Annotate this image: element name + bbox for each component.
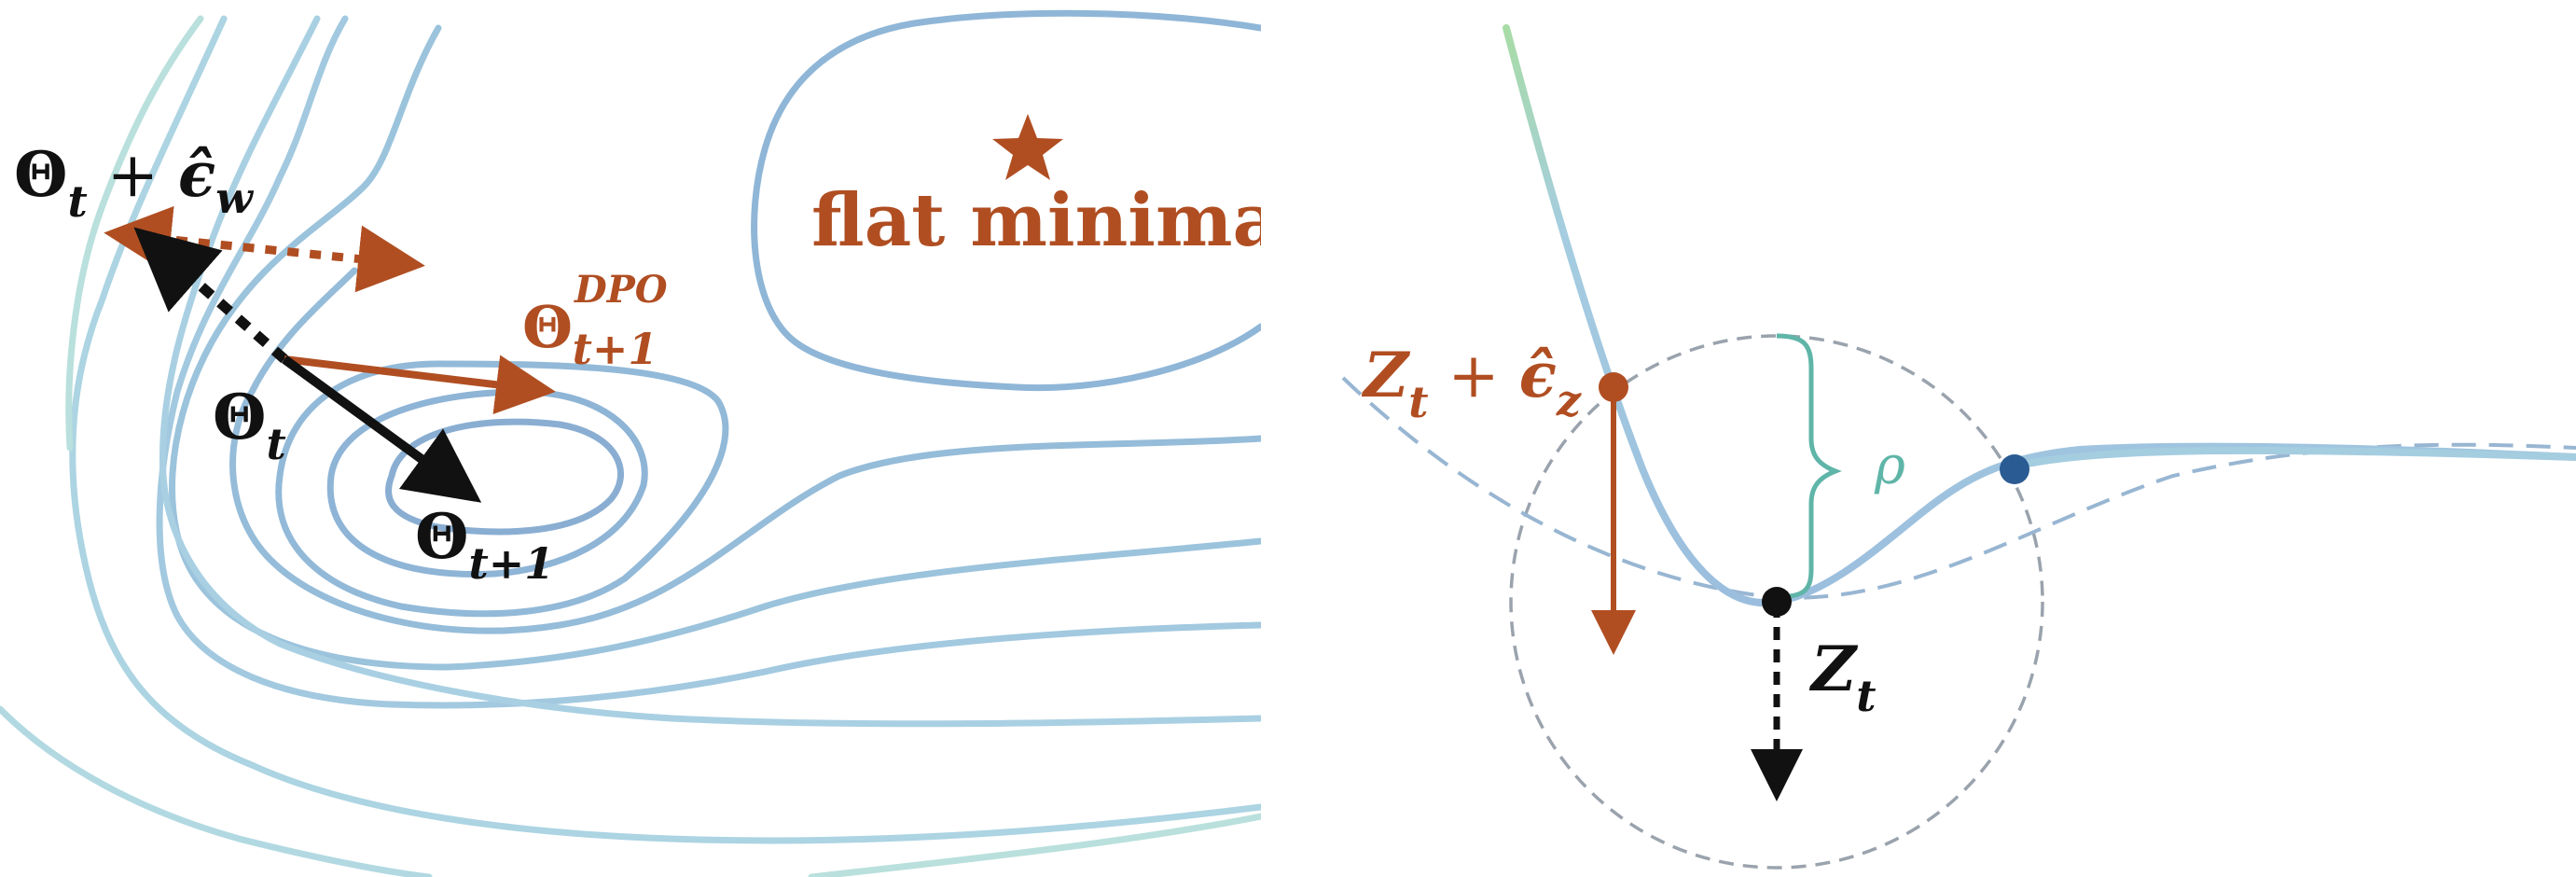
label-theta-t: Θt: [213, 381, 286, 469]
label-z-t: Zt: [1808, 633, 1876, 721]
contour-3: [275, 360, 729, 618]
contour-1: [385, 418, 624, 536]
contour-10: [65, 15, 204, 452]
contour-7: [159, 15, 1261, 728]
contour-2: [326, 388, 648, 578]
contour-5: [169, 24, 1261, 671]
point-boundary: [2000, 454, 2029, 484]
contour-4: [229, 267, 1261, 634]
arrow-to-perturbed: [133, 227, 288, 364]
label-theta-next: Θt+1: [415, 500, 554, 589]
label-z-perturbed: Zt + ϵ̂z: [1361, 339, 1582, 427]
arrow-dpo-update: [284, 355, 556, 415]
label-theta-perturbed: Θt + ϵ̂w: [14, 138, 254, 227]
right-panel: ρ Zt + ϵ̂z Zt: [1341, 24, 2576, 870]
loss-curve-right-segment: [2011, 446, 2576, 470]
label-rho: ρ: [1874, 436, 1905, 496]
rho-brace: [1776, 333, 1842, 600]
loss-curve: [1503, 24, 2576, 607]
point-z-t: [1762, 587, 1792, 617]
contour-9: [0, 705, 433, 877]
point-perturbed: [1599, 372, 1628, 402]
contour-flat-minima: [751, 9, 1261, 392]
rho-ball: [1509, 334, 2044, 870]
star-icon: [992, 114, 1063, 180]
contour-bottom-right: [808, 813, 1261, 877]
arrow-sam-update: [282, 355, 482, 503]
label-flat-minima: flat minima: [811, 178, 1280, 263]
